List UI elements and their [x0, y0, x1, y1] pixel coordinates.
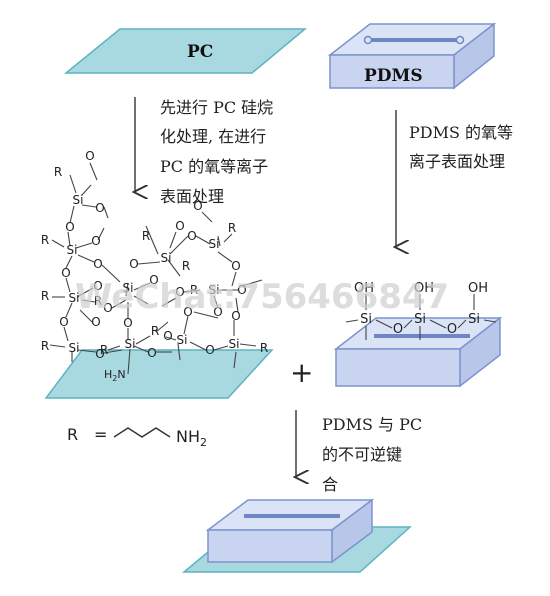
svg-text:Si: Si: [414, 312, 426, 327]
svg-text:O: O: [193, 199, 202, 213]
svg-text:O: O: [91, 234, 100, 248]
svg-text:Si: Si: [125, 337, 136, 351]
svg-text:O: O: [393, 322, 403, 337]
svg-text:O: O: [61, 266, 70, 280]
svg-text:O: O: [93, 257, 102, 271]
watermark: WeChat:756466847: [75, 277, 449, 317]
bonding-step-text: PDMS 与 PC 的不可逆键 合: [322, 415, 422, 494]
svg-text:PDMS 与 PC: PDMS 与 PC: [322, 415, 422, 434]
svg-text:Si: Si: [360, 312, 372, 327]
svg-text:O: O: [129, 257, 138, 271]
svg-text:Si: Si: [123, 281, 134, 295]
svg-text:R: R: [142, 229, 150, 243]
r-group-definition: R = NH2: [67, 425, 207, 449]
svg-text:O: O: [103, 301, 112, 315]
svg-text:Si: Si: [209, 237, 220, 251]
svg-text:合: 合: [322, 475, 338, 494]
svg-text:R: R: [151, 324, 159, 338]
svg-text:Si: Si: [229, 337, 240, 351]
svg-text:OH: OH: [354, 281, 374, 296]
svg-text:O: O: [231, 309, 240, 323]
svg-text:R: R: [182, 259, 190, 273]
svg-text:O: O: [237, 283, 246, 297]
svg-text:Si: Si: [177, 333, 188, 347]
svg-text:O: O: [95, 347, 104, 361]
svg-text:R: R: [41, 339, 49, 353]
pc-plate-top: PC: [63, 28, 308, 74]
svg-text:NH2: NH2: [176, 427, 207, 449]
amine-group: H2N: [104, 368, 126, 383]
svg-text:化处理, 在进行: 化处理, 在进行: [160, 127, 266, 146]
svg-text:OH: OH: [468, 281, 488, 296]
svg-text:Si: Si: [209, 283, 220, 297]
plus-sign: +: [290, 356, 313, 389]
svg-text:R: R: [260, 341, 268, 355]
svg-text:O: O: [65, 220, 74, 234]
svg-text:PC 的氧等离子: PC 的氧等离子: [160, 157, 268, 176]
pc-step-text: 先进行 PC 硅烷 化处理, 在进行 PC 的氧等离子 表面处理: [160, 98, 273, 206]
svg-text:R: R: [94, 294, 102, 308]
svg-text:O: O: [149, 273, 158, 287]
svg-text:Si: Si: [73, 193, 84, 207]
svg-text:H2N: H2N: [104, 368, 126, 383]
pc-label: PC: [187, 42, 213, 62]
svg-text:O: O: [175, 219, 184, 233]
svg-text:表面处理: 表面处理: [160, 187, 224, 206]
svg-text:R: R: [190, 283, 198, 297]
svg-text:O: O: [183, 305, 192, 319]
svg-text:O: O: [147, 346, 156, 360]
svg-text:Si: Si: [161, 251, 172, 265]
svg-text:Si: Si: [69, 341, 80, 355]
silane-atoms: R O Si O O R Si O O O R Si O R O O R Si …: [41, 149, 268, 361]
svg-text:O: O: [213, 305, 222, 319]
svg-text:R: R: [67, 425, 78, 444]
activated-pdms-block: OH OH OH Si Si Si O O: [333, 281, 503, 388]
bonded-device: [181, 498, 412, 573]
silanized-pc-surface: R O Si O O R Si O O O R Si O R O O R Si …: [41, 149, 274, 399]
svg-text:O: O: [123, 316, 132, 330]
svg-text:O: O: [205, 343, 214, 357]
svg-text:O: O: [91, 315, 100, 329]
svg-text:O: O: [59, 315, 68, 329]
svg-text:O: O: [231, 259, 240, 273]
svg-text:R: R: [41, 233, 49, 247]
svg-text:R: R: [41, 289, 49, 303]
svg-text:R: R: [54, 165, 62, 179]
pdms-step-text: PDMS 的氧等 离子表面处理: [409, 123, 513, 171]
svg-text:O: O: [175, 285, 184, 299]
svg-text:O: O: [187, 229, 196, 243]
svg-text:Si: Si: [69, 291, 80, 305]
svg-text:O: O: [93, 279, 102, 293]
svg-text:Si: Si: [468, 312, 480, 327]
pdms-label: PDMS: [364, 66, 423, 86]
svg-text:OH: OH: [414, 281, 434, 296]
svg-text:O: O: [163, 329, 172, 343]
svg-text:离子表面处理: 离子表面处理: [409, 152, 505, 171]
svg-text:O: O: [95, 201, 104, 215]
svg-text:先进行 PC 硅烷: 先进行 PC 硅烷: [160, 98, 273, 117]
svg-text:=: =: [94, 425, 107, 444]
svg-text:R: R: [228, 221, 236, 235]
svg-text:Si: Si: [67, 243, 78, 257]
pdms-block-top: PDMS: [327, 22, 497, 90]
svg-text:R: R: [100, 343, 108, 357]
svg-text:O: O: [447, 322, 457, 337]
svg-text:O: O: [85, 149, 94, 163]
svg-text:的不可逆键: 的不可逆键: [322, 445, 402, 464]
svg-text:PDMS 的氧等: PDMS 的氧等: [409, 123, 513, 142]
